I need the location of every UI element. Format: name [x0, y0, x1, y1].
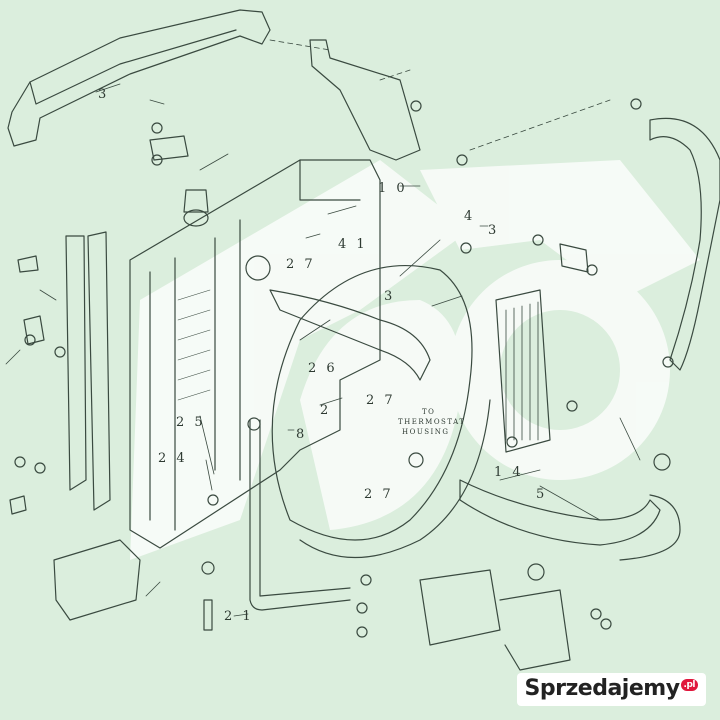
callout-2: 2: [320, 403, 331, 418]
bracket-top: [309, 39, 421, 161]
sprzedajemy-watermark: Sprzedajemy.pl: [516, 673, 706, 706]
fan-shroud: [271, 264, 473, 541]
callout-27-top: 2 7: [286, 257, 316, 272]
callout-24: 2 4: [158, 451, 188, 466]
side-strip-right: [87, 231, 111, 511]
note-to: TO: [422, 408, 435, 416]
callout-26: 2 6: [308, 361, 338, 376]
radiator-core: [129, 159, 381, 549]
note-housing: HOUSING: [402, 428, 450, 436]
lower-shroud-part: [53, 539, 141, 621]
callout-3-mid: 3: [384, 289, 395, 304]
callout-14: 1 4: [494, 465, 524, 480]
upper-shroud-part: [7, 9, 271, 147]
callout-5: 5: [536, 487, 547, 502]
grille: [495, 289, 551, 453]
lower-hose: [459, 479, 661, 546]
callout-3-right: 3: [488, 223, 499, 238]
drain-pipe: [249, 419, 351, 611]
watermark-badge: .pl: [680, 678, 698, 691]
expansion-tank: [419, 569, 501, 646]
callout-8: 8: [296, 427, 307, 442]
side-strip-left: [65, 235, 87, 491]
callout-4: 4: [464, 209, 475, 224]
callout-27-low: 2 7: [364, 487, 394, 502]
note-thermostat: THERMOSTAT: [398, 418, 465, 426]
callout-21: 2 1: [224, 609, 254, 624]
callout-labels: 3 1 0 4 3 4 1 2 7 3 2 6 2 7 2 8 2 5 2 4 …: [98, 87, 547, 624]
callout-10: 1 0: [378, 181, 408, 196]
callout-27-mid: 2 7: [366, 393, 396, 408]
callout-41: 4 1: [338, 237, 368, 252]
radiator-cap: [183, 209, 209, 227]
watermark-brand: Sprzedajemy: [524, 676, 681, 701]
upper-hose: [269, 289, 431, 381]
callout-25: 2 5: [176, 415, 206, 430]
upper-pipe: [649, 117, 720, 371]
callout-3-top: 3: [98, 87, 109, 102]
